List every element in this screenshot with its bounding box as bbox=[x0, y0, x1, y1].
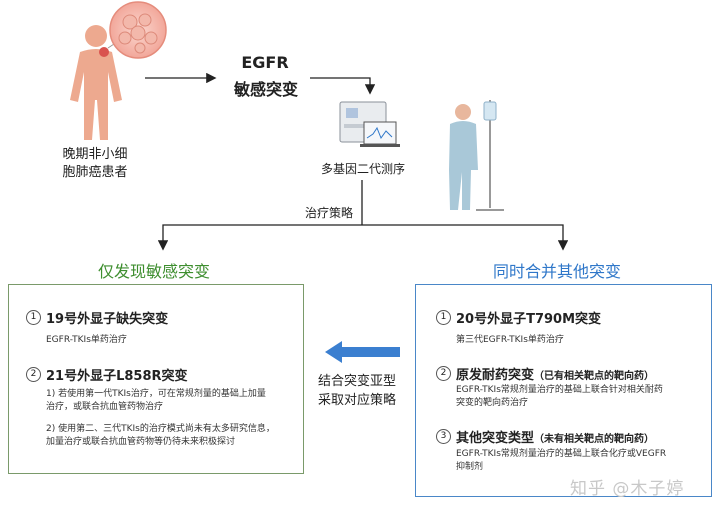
item-desc: EGFR-TKIs常规剂量治疗的基础上联合化疗或VEGFR bbox=[456, 449, 667, 459]
item-number: 2 bbox=[436, 366, 451, 381]
item-number: 3 bbox=[436, 429, 451, 444]
item-desc: 治疗，或联合抗血管药物治疗 bbox=[46, 402, 164, 412]
left-branch-title: 仅发现敏感突变 bbox=[98, 262, 211, 281]
arrow-left-branch bbox=[157, 224, 362, 251]
left-branch-box bbox=[8, 284, 304, 474]
item-number: 1 bbox=[436, 310, 451, 325]
arrow-to-ngs bbox=[310, 77, 376, 95]
item-desc: 2) 使用第二、三代TKIs的治疗模式尚未有太多研究信息， bbox=[46, 424, 275, 434]
lung-marker-icon bbox=[99, 47, 109, 57]
item-desc: 1) 若使用第一代TKIs治疗，可在常规剂量的基础上加量 bbox=[46, 389, 266, 399]
patient-label: 晚期非小细 胞肺癌患者 bbox=[62, 147, 128, 180]
item-desc: 抑制剂 bbox=[456, 462, 484, 472]
ngs-label: 多基因二代测序 bbox=[320, 162, 405, 176]
item-desc: 第三代EGFR-TKIs单药治疗 bbox=[456, 335, 564, 345]
middle-label: 结合突变亚型 采取对应策略 bbox=[318, 374, 397, 408]
item-heading: 21号外显子L858R突变 bbox=[46, 369, 188, 384]
egfr-subtitle: 敏感突变 bbox=[233, 80, 298, 99]
item-desc: EGFR-TKIs常规剂量治疗的基础上联合针对相关耐药 bbox=[456, 385, 663, 395]
arrow-right-branch bbox=[362, 224, 569, 251]
item-number: 2 bbox=[26, 367, 41, 382]
tumor-cells-icon bbox=[109, 1, 167, 59]
item-desc: 突变的靶向药治疗 bbox=[456, 398, 529, 408]
right-branch-title: 同时合并其他突变 bbox=[493, 262, 622, 281]
iv-patient-icon bbox=[449, 100, 504, 211]
item-desc: 加量治疗或联合抗血管药物等仍待未来积极探讨 bbox=[46, 437, 236, 447]
strategy-label: 治疗策略 bbox=[305, 206, 354, 220]
patient-figure-icon bbox=[70, 25, 122, 140]
item-heading: 19号外显子缺失突变 bbox=[46, 312, 169, 327]
watermark: 知乎 @木子婷 bbox=[570, 479, 685, 499]
laptop-icon bbox=[360, 121, 400, 147]
egfr-title: EGFR bbox=[241, 53, 289, 72]
item-heading: 20号外显子T790M突变 bbox=[456, 312, 602, 327]
item-heading: 原发耐药突变（已有相关靶点的靶向药） bbox=[456, 368, 655, 383]
item-number: 1 bbox=[26, 310, 41, 325]
right-branch-box bbox=[415, 284, 712, 497]
item-heading: 其他突变类型（未有相关靶点的靶向药） bbox=[456, 431, 655, 446]
item-desc: EGFR-TKIs单药治疗 bbox=[46, 335, 127, 345]
blue-left-arrow-icon bbox=[325, 341, 400, 363]
